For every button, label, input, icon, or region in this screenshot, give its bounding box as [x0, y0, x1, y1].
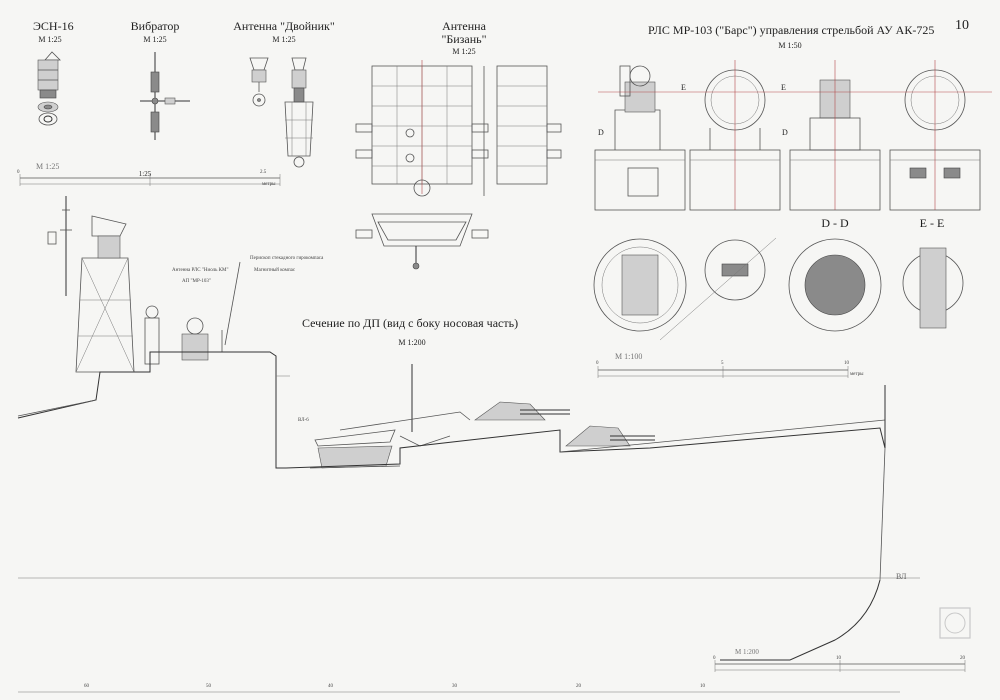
rls-scale-tick-5: 5: [721, 361, 724, 366]
bizan-title-2: "Бизань": [441, 32, 487, 46]
bottom-scale-tick-0: 0: [713, 656, 716, 661]
scale-left-label: М 1:25: [36, 162, 60, 171]
annotation-compass: Магнитный компас: [254, 268, 296, 273]
frame-number-60: 60: [84, 684, 89, 689]
frame-number-10: 10: [700, 684, 705, 689]
annotation-periscope: Перископ стекадного гирокомпаса: [250, 256, 324, 261]
rls-mr103-views: [593, 60, 992, 341]
vibrator-scale: М 1:25: [143, 35, 167, 44]
scale-left-start: 0: [17, 170, 20, 175]
rls-scale-tick-10: 10: [844, 361, 849, 366]
bottom-scale-tick-10: 10: [836, 656, 841, 661]
frame-number-40: 40: [328, 684, 333, 689]
rls-scale-bar-label: М 1:100: [615, 352, 643, 361]
section-scale: М 1:200: [398, 338, 426, 347]
scale-left-mid: 1:25: [138, 170, 152, 178]
esn-scale: М 1:25: [38, 35, 62, 44]
vibrator-drawing: [140, 52, 190, 140]
rls-section-e-left: E: [681, 83, 686, 92]
dvoinik-title: Антенна "Двойник": [233, 19, 335, 33]
bizan-antenna-drawing: [355, 60, 562, 270]
rls-section-e-right: E: [781, 83, 786, 92]
ship-section: [17, 196, 920, 661]
frame-number-30: 30: [452, 684, 457, 689]
rls-section-d-right: D: [782, 128, 788, 137]
rls-scale-tick-0: 0: [596, 361, 599, 366]
dvoinik-antenna-drawing: [249, 57, 314, 168]
publisher-emblem: [939, 607, 971, 639]
annotation-vl6: ВЛ-6: [298, 418, 309, 423]
scale-left-end: 2.5: [260, 170, 267, 175]
bottom-scales: [18, 660, 966, 693]
esn-title: ЭСН-16: [33, 19, 74, 33]
rls-section-dd-title: D - D: [821, 216, 849, 230]
bottom-scale-tick-20: 20: [960, 656, 965, 661]
dvoinik-scale: М 1:25: [272, 35, 296, 44]
rls-scale: М 1:50: [778, 41, 802, 50]
page-number: 10: [955, 18, 969, 33]
annotation-antenna-rls: Антенна РЛС "Ниоль КМ": [172, 268, 229, 273]
scale-left-units: метры: [262, 182, 276, 187]
frame-number-20: 20: [576, 684, 581, 689]
annotation-ap-mr103: АП "МР-103": [182, 279, 211, 284]
frame-number-50: 50: [206, 684, 211, 689]
rls-title: РЛС МР-103 ("Барс") управления стрельбой…: [648, 23, 935, 37]
section-title: Сечение по ДП (вид с боку носовая часть): [302, 316, 519, 330]
vibrator-title: Вибратор: [130, 19, 180, 33]
annotation-waterline: ВЛ: [896, 572, 907, 581]
scale-bar-left: [19, 174, 281, 186]
esn16-drawing: [37, 51, 61, 126]
rls-section-ee-title: E - E: [919, 216, 945, 230]
rls-section-d-left: D: [598, 128, 604, 137]
scale-bar-rls: [597, 366, 849, 378]
rls-scale-units: метры: [850, 372, 864, 377]
bizan-scale: М 1:25: [452, 47, 476, 56]
bottom-scale-label: М 1:200: [735, 648, 759, 656]
bizan-title-1: Антенна: [442, 19, 486, 33]
